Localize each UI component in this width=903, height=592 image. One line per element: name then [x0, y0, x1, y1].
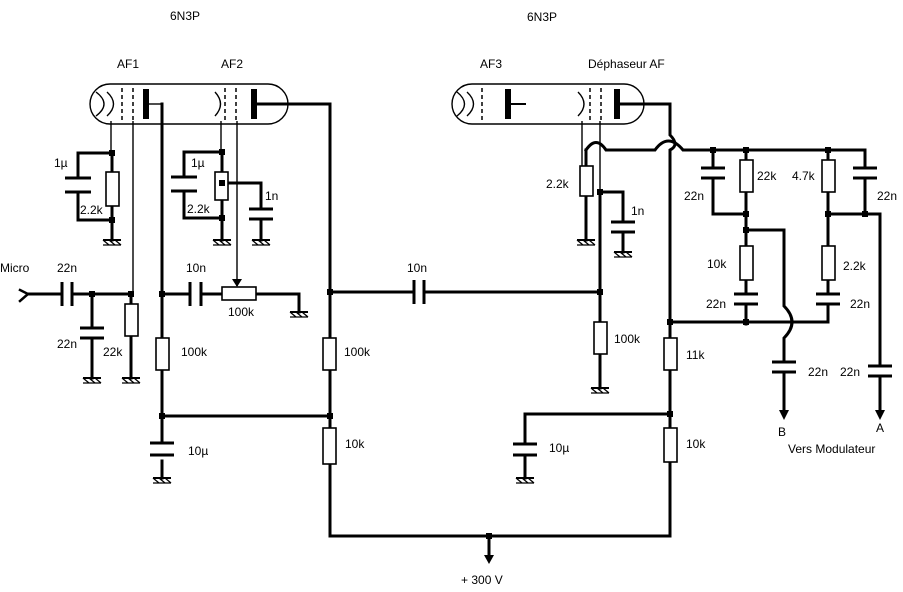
resistor-rplate3 — [663, 337, 678, 371]
ground-icon — [289, 311, 309, 318]
resistor-pn-10k — [739, 245, 754, 281]
pot-label: 100k — [228, 305, 255, 319]
ground-icon — [121, 377, 141, 384]
wiring-right — [328, 102, 885, 564]
resistor-rdec1 — [322, 427, 337, 465]
resistor-rplate1 — [155, 337, 170, 371]
c-pn-top-right-label: 22n — [877, 189, 897, 203]
ground-icon — [590, 387, 610, 394]
c-couple1-label: 10n — [186, 261, 206, 275]
c-k1-label: 1µ — [54, 156, 68, 170]
stage-phase-splitter-label: Déphaseur AF — [588, 57, 665, 71]
cap-pn-mid-right — [816, 292, 840, 306]
ground-icon — [102, 239, 122, 246]
r-pn-10k-label: 10k — [707, 257, 727, 271]
cap-ck1 — [65, 176, 91, 194]
r-pn-47k-label: 4.7k — [792, 169, 816, 183]
resistor-rplate2 — [322, 337, 337, 371]
cap-couple2 — [412, 280, 426, 304]
r-plate2-label: 100k — [344, 345, 371, 359]
c-in-label: 22n — [57, 261, 77, 275]
tube-1-envelope — [89, 83, 289, 125]
c-pn-top-left-label: 22n — [684, 189, 704, 203]
input-label: Micro — [0, 261, 30, 275]
r-dec2-label: 10k — [686, 437, 706, 451]
capacitors — [60, 166, 892, 457]
resistor-rk3 — [579, 165, 594, 197]
cap-pn-top-left — [701, 166, 725, 180]
resistor-rgrid3 — [593, 321, 608, 355]
ground-icon — [82, 377, 102, 384]
resistor-rk1 — [105, 171, 120, 207]
cap-pn-mid-left — [734, 292, 758, 306]
c-g2-label: 1n — [265, 189, 278, 203]
c-out-b-label: 22n — [808, 365, 828, 379]
c-dec1-label: 10µ — [188, 444, 208, 458]
c-pn-mid-right-label: 22n — [850, 297, 870, 311]
cap-out-b — [772, 360, 796, 374]
resistor-rdec2 — [663, 427, 678, 463]
r-pn-22k-b-label: 2.2k — [843, 259, 867, 273]
tube-type-left-label: 6N3P — [170, 9, 200, 23]
r-plate3-label: 11k — [686, 348, 705, 362]
ground-icon — [613, 251, 633, 258]
ground-icon — [576, 239, 596, 246]
tube-2-envelope — [451, 83, 645, 125]
stage-af3-label: AF3 — [480, 57, 502, 71]
stage-af2-label: AF2 — [221, 57, 243, 71]
tube-type-right-label: 6N3P — [527, 10, 557, 24]
component-labels: Micro 22n 22n 22k 1µ 2.2k 100k 10n 100k … — [0, 156, 897, 587]
c-dec2-label: 10µ — [549, 441, 569, 455]
r-pn-22k-label: 22k — [757, 169, 777, 183]
cap-cdec1 — [150, 441, 174, 457]
ground-icon — [152, 477, 172, 484]
cap-couple1 — [188, 282, 203, 306]
c-in-shunt-label: 22n — [57, 337, 77, 351]
destination-label: Vers Modulateur — [788, 442, 875, 456]
c-k3-label: 1n — [631, 204, 644, 218]
supply-label: + 300 V — [461, 573, 503, 587]
cap-cg2 — [249, 207, 273, 221]
c-couple2-label: 10n — [407, 261, 427, 275]
r-grid3-label: 100k — [614, 332, 641, 346]
out-a-label: A — [876, 421, 884, 435]
r-k2-label: 2.2k — [187, 202, 211, 216]
potentiometer — [221, 286, 257, 301]
resistor-pn-22k — [739, 159, 754, 193]
r-grid1-label: 22k — [103, 345, 123, 359]
cap-cin-shunt — [80, 326, 104, 340]
r-k3-label: 2.2k — [546, 177, 570, 191]
wiring — [18, 102, 602, 538]
ground-icon — [212, 239, 232, 246]
cap-ck2 — [171, 175, 197, 193]
r-plate1-label: 100k — [181, 345, 208, 359]
ground-icon — [251, 239, 271, 246]
cap-ck3 — [611, 220, 635, 234]
cap-cdec2 — [513, 442, 537, 457]
out-b-label: B — [778, 425, 786, 439]
stage-af1-label: AF1 — [117, 57, 139, 71]
cap-out-a — [868, 364, 892, 378]
cap-cin — [60, 282, 74, 306]
c-k2-label: 1µ — [191, 156, 205, 170]
resistor-pn-4-7k — [821, 159, 836, 193]
c-out-a-label: 22n — [840, 365, 860, 379]
ground-icon — [515, 477, 535, 484]
cap-pn-top-right — [853, 166, 877, 180]
c-pn-mid-left-label: 22n — [706, 297, 726, 311]
resistor-pn-2-2k — [821, 245, 836, 281]
r-k1-label: 2.2k — [80, 203, 104, 217]
junction-dots — [89, 147, 868, 539]
resistors — [105, 159, 836, 465]
resistor-rgrid1 — [124, 303, 139, 337]
r-dec1-label: 10k — [345, 437, 365, 451]
